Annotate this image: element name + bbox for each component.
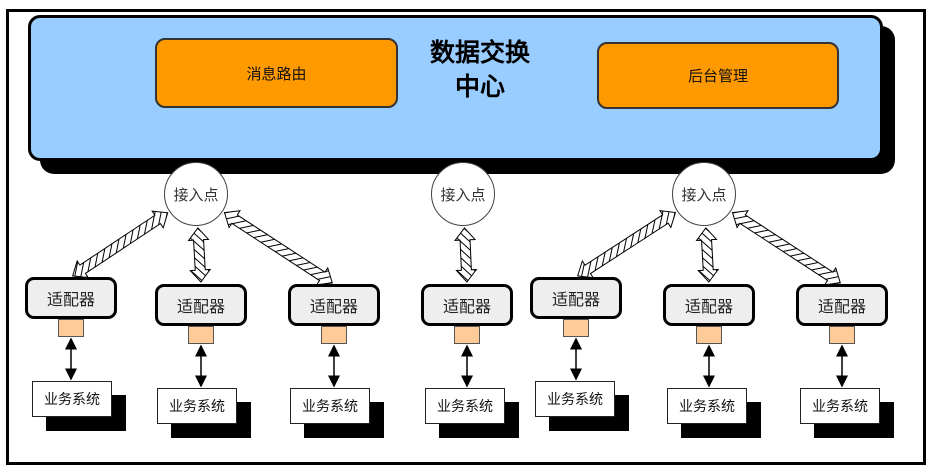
adapter-7: 适配器 [796, 284, 888, 326]
access-point-3: 接入点 [672, 162, 736, 226]
adapter-1: 适配器 [25, 277, 117, 319]
business-system-label: 业务系统 [547, 392, 603, 408]
business-system-7: 业务系统 [800, 388, 880, 424]
adapter-2: 适配器 [155, 284, 247, 326]
access-point-1: 接入点 [164, 162, 228, 226]
business-system-label: 业务系统 [169, 399, 225, 415]
message-routing-module: 消息路由 [155, 38, 398, 108]
access-point-label: 接入点 [681, 185, 727, 204]
adapter-6: 适配器 [663, 284, 755, 326]
business-system-label: 业务系统 [437, 399, 493, 415]
hub-title: 数据交换 中心 [405, 36, 555, 104]
adapter-port-7 [829, 326, 855, 344]
business-system-5: 业务系统 [535, 381, 615, 417]
business-system-2: 业务系统 [157, 388, 237, 424]
adapter-port-2 [188, 326, 214, 344]
adapter-label: 适配器 [46, 290, 95, 309]
access-point-2: 接入点 [431, 162, 495, 226]
hub-title-line2: 中心 [454, 72, 505, 101]
adapter-3: 适配器 [288, 284, 380, 326]
adapter-label: 适配器 [817, 297, 866, 316]
adapter-4: 适配器 [421, 284, 513, 326]
business-system-6: 业务系统 [667, 388, 747, 424]
business-system-4: 业务系统 [425, 388, 505, 424]
adapter-port-4 [454, 326, 480, 344]
adapter-port-6 [696, 326, 722, 344]
adapter-label: 适配器 [684, 297, 733, 316]
business-system-3: 业务系统 [290, 388, 370, 424]
business-system-label: 业务系统 [812, 399, 868, 415]
access-point-label: 接入点 [173, 185, 219, 204]
access-point-label: 接入点 [440, 185, 486, 204]
hub-title-line1: 数据交换 [429, 38, 530, 67]
business-system-1: 业务系统 [32, 381, 112, 417]
adapter-port-5 [563, 319, 589, 337]
business-system-label: 业务系统 [302, 399, 358, 415]
backend-management-label: 后台管理 [687, 67, 748, 85]
adapter-label: 适配器 [442, 297, 491, 316]
adapter-port-3 [321, 326, 347, 344]
business-system-label: 业务系统 [44, 392, 100, 408]
adapter-port-1 [58, 319, 84, 337]
adapter-label: 适配器 [551, 290, 600, 309]
adapter-5: 适配器 [530, 277, 622, 319]
adapter-label: 适配器 [176, 297, 225, 316]
business-system-label: 业务系统 [679, 399, 735, 415]
backend-management-module: 后台管理 [597, 42, 839, 109]
adapter-label: 适配器 [309, 297, 358, 316]
message-routing-label: 消息路由 [246, 64, 307, 83]
